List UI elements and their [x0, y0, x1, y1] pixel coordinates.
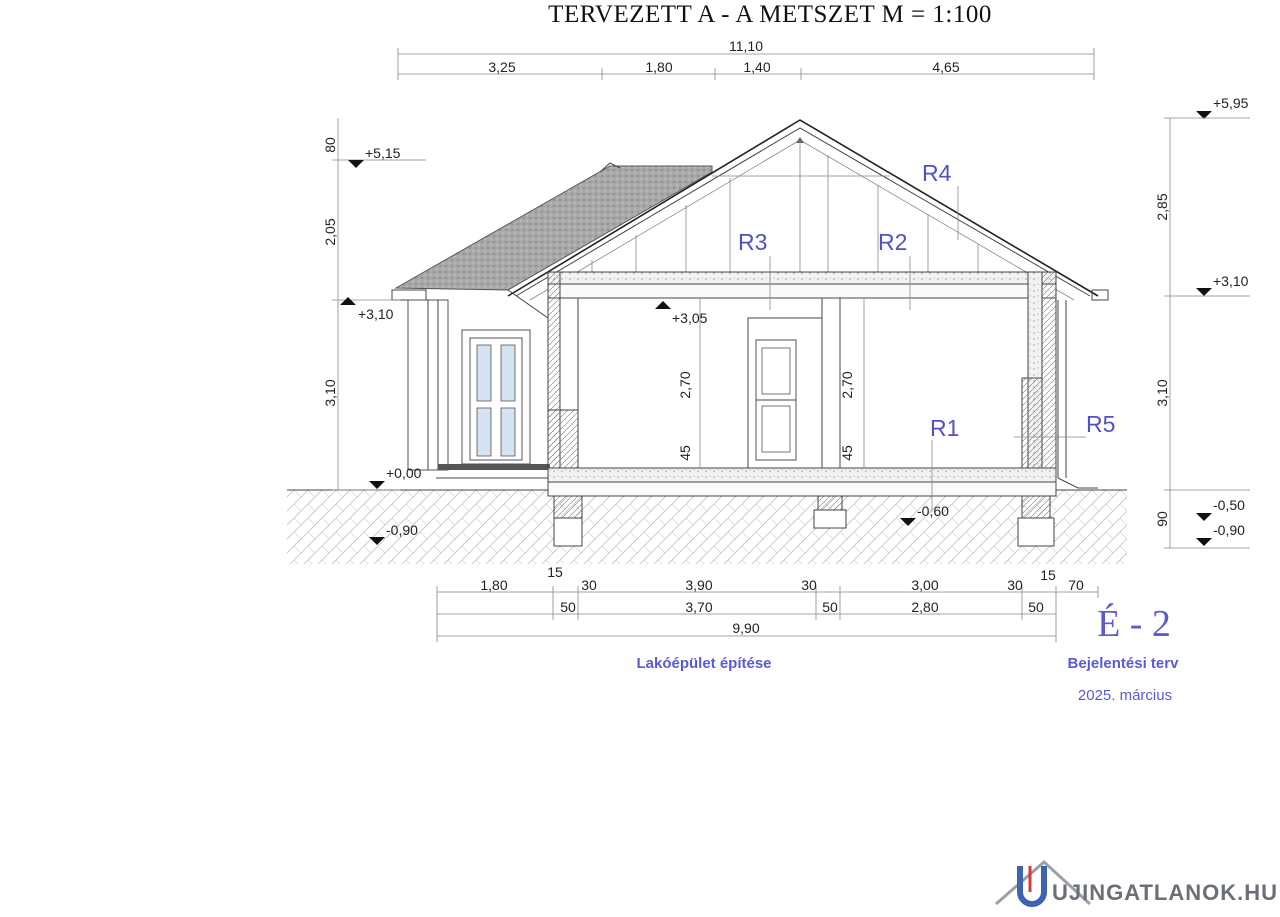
left-dimension-chain: 80 2,05 3,10 — [322, 118, 426, 491]
roof — [391, 119, 1109, 301]
project-name: Lakóépület építése — [636, 655, 771, 672]
level-marker-icon — [1196, 538, 1212, 546]
level-marker-icon — [1196, 513, 1212, 521]
layer-label-r5: R5 — [1086, 411, 1115, 437]
level-markers: +5,15 +3,10 +0,00 -0,90 +3,05 -0,60 +5,9… — [340, 95, 1249, 546]
dim-bottom: 15 — [547, 564, 563, 580]
bottom-dimension-chain: 1,80 15 30 3,90 30 3,00 30 15 70 50 3,70… — [436, 564, 1099, 642]
plan-date: 2025. március — [1078, 687, 1172, 704]
watermark-logo: UJINGATLANOK.HU — [995, 859, 1278, 907]
level-marker-icon — [900, 518, 916, 526]
porch — [407, 289, 556, 479]
level-label: +3,05 — [672, 310, 708, 326]
dim-segment: 3,25 — [488, 59, 515, 75]
dim-bottom: 3,70 — [685, 599, 712, 615]
dim-bottom: 3,00 — [911, 577, 938, 593]
level-label: +5,15 — [365, 145, 401, 161]
dim-segment: 4,65 — [932, 59, 959, 75]
dim-bottom: 50 — [822, 599, 838, 615]
top-dimension-chain: 11,10 3,25 1,80 1,40 4,65 — [397, 38, 1095, 80]
dim-bottom: 30 — [1007, 577, 1023, 593]
dim-bottom: 50 — [1028, 599, 1044, 615]
dim-bottom: 1,80 — [480, 577, 507, 593]
dim-left: 2,05 — [322, 218, 338, 245]
dim-inner: 2,70 — [839, 371, 855, 398]
level-label: +3,10 — [1213, 273, 1249, 289]
dim-bottom: 2,80 — [911, 599, 938, 615]
level-label: -0,60 — [917, 503, 949, 519]
layer-label-r2: R2 — [878, 229, 907, 255]
level-marker-icon — [348, 160, 364, 168]
dim-right: 2,85 — [1154, 193, 1170, 220]
watermark-text: UJINGATLANOK.HU — [1052, 880, 1278, 905]
level-marker-icon — [369, 537, 385, 545]
level-marker-icon — [369, 481, 385, 489]
dim-total-top: 11,10 — [729, 38, 763, 54]
dim-bottom-total: 9,90 — [732, 620, 759, 636]
level-marker-icon — [340, 297, 356, 305]
dim-inner: 45 — [677, 445, 693, 461]
dim-inner: 45 — [839, 445, 855, 461]
layer-label-r4: R4 — [922, 160, 952, 186]
dim-segment: 1,80 — [645, 59, 672, 75]
level-label: +0,00 — [386, 465, 422, 481]
sheet-number: É - 2 — [1097, 603, 1171, 645]
level-label: +3,10 — [358, 306, 394, 322]
level-label: -0,90 — [386, 522, 418, 538]
dim-segment: 1,40 — [743, 59, 770, 75]
building-section — [547, 271, 1098, 547]
level-marker-icon — [1196, 288, 1212, 296]
drawing-title: TERVEZETT A - A METSZET M = 1:100 — [548, 1, 992, 28]
dim-bottom: 70 — [1068, 577, 1084, 593]
dim-bottom: 30 — [581, 577, 597, 593]
dim-inner: 2,70 — [677, 371, 693, 398]
right-dimension-chain: 2,85 3,10 90 — [1154, 117, 1250, 549]
dim-bottom: 15 — [1040, 567, 1056, 583]
level-marker-icon — [1196, 111, 1212, 119]
inner-dimensions: 2,70 45 2,70 45 — [677, 298, 865, 468]
dim-left: 80 — [322, 137, 338, 153]
level-label: -0,90 — [1213, 522, 1245, 538]
dim-bottom: 3,90 — [685, 577, 712, 593]
level-label: +5,95 — [1213, 95, 1249, 111]
dim-bottom: 50 — [560, 599, 576, 615]
dim-right: 3,10 — [1154, 379, 1170, 406]
layer-label-r1: R1 — [930, 415, 959, 441]
ground-soil — [287, 490, 1127, 564]
layer-label-r3: R3 — [738, 229, 767, 255]
dim-left: 3,10 — [322, 379, 338, 406]
dim-right: 90 — [1154, 511, 1170, 527]
level-marker-icon — [655, 301, 671, 309]
plan-type: Bejelentési terv — [1068, 655, 1180, 672]
dim-bottom: 30 — [801, 577, 817, 593]
layer-labels: R1 R2 R3 R4 R5 — [738, 160, 1115, 512]
level-label: -0,50 — [1213, 497, 1245, 513]
